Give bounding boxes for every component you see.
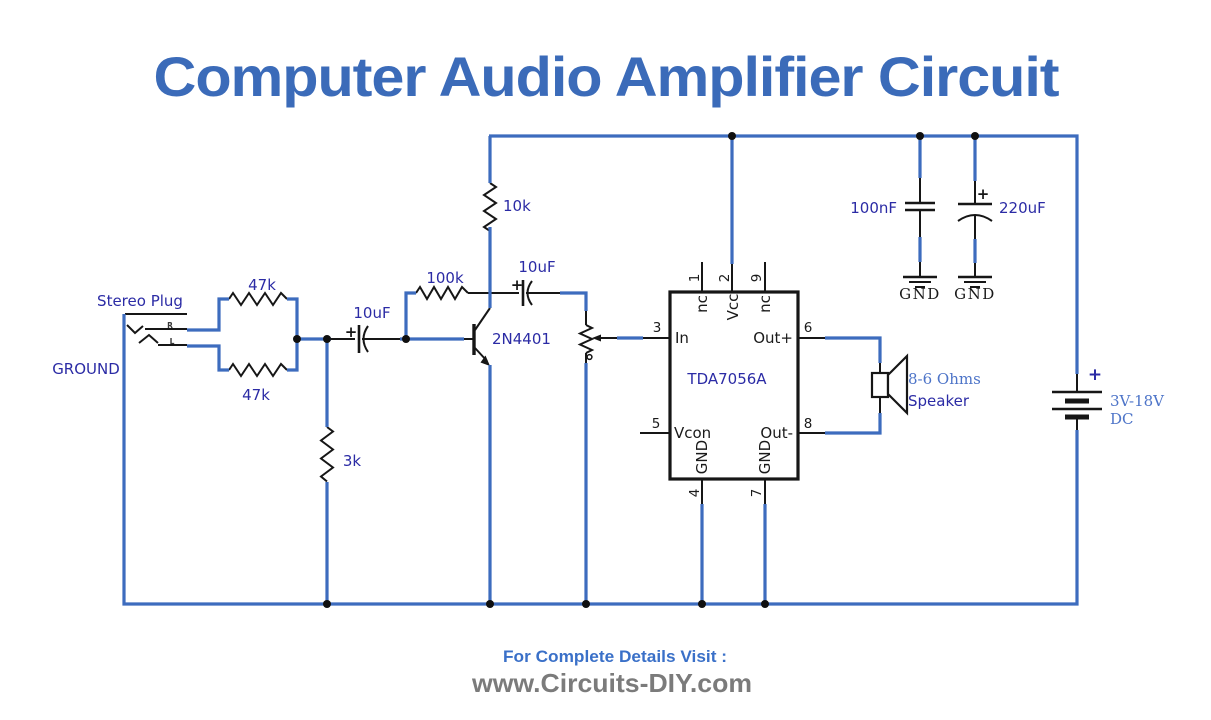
ic-pin8-name: Out- (760, 424, 793, 442)
ic-pin5-num: 5 (652, 416, 661, 432)
resistor-r1-47k-top (228, 291, 288, 307)
ic-tda7056a-box (640, 262, 825, 505)
wire-left-channel (187, 344, 229, 372)
wire-c2-to-pot (560, 291, 588, 311)
wire-pin6-speaker (825, 336, 882, 363)
wire-top-rail (489, 134, 1079, 374)
speaker-impedance-label: 8-6 Ohms (908, 370, 981, 388)
c1-value: 10uF (353, 304, 390, 322)
gnd2-label: GND (954, 285, 996, 303)
c4-value: 220uF (999, 199, 1046, 217)
ground-label: GROUND (52, 360, 120, 378)
left-channel-label: L (170, 337, 175, 346)
ground-symbol-2 (958, 275, 992, 288)
c1-plus-sign: + (345, 323, 358, 341)
ic-pin1-name: nc (693, 295, 711, 313)
q1-value: 2N4401 (492, 330, 551, 348)
capacitor-c4-220uF (957, 180, 993, 277)
transistor-q1-2N4401 (463, 307, 491, 366)
resistor-r3-100k (415, 285, 519, 301)
ic-pin6-num: 6 (804, 320, 813, 336)
ic-pin9-num: 9 (749, 274, 765, 283)
ic-pin2-num: 2 (717, 274, 733, 283)
battery-voltage-label: 3V-18V (1110, 392, 1165, 410)
resistor-r5-3k (319, 426, 335, 483)
ic-pin7-name: GND (756, 440, 774, 474)
wire-right-channel (187, 297, 229, 332)
capacitor-c2-10uF (521, 280, 560, 306)
battery-type-label: DC (1110, 410, 1134, 428)
ic-pin9-name: nc (756, 295, 774, 313)
page-title: Computer Audio Amplifier Circuit (154, 45, 1059, 108)
ic-pin6-name: Out+ (753, 329, 793, 347)
ic-pin4-num: 4 (687, 489, 703, 498)
potentiometer-symbol (577, 310, 617, 364)
junction-dots (293, 132, 979, 608)
ic-pin5-name: Vcon (674, 424, 711, 442)
ic-pin2-name: Vcc (724, 294, 742, 321)
footer-site-text: www.Circuits-DIY.com (471, 668, 752, 698)
r3-value: 100k (426, 269, 464, 287)
c2-value: 10uF (518, 258, 555, 276)
ic-pin3-num: 3 (653, 320, 662, 336)
r4-value: 10k (503, 197, 531, 215)
right-channel-label: R (167, 321, 173, 330)
battery-symbol (1052, 374, 1102, 430)
stereo-plug-symbol (125, 313, 187, 346)
r5-value: 3k (343, 452, 362, 470)
battery-plus-sign: + (1088, 365, 1102, 385)
c2-plus-sign: + (511, 276, 524, 294)
wire-speaker-pin8 (825, 413, 882, 435)
c4-plus-sign: + (977, 185, 990, 203)
c3-value: 100nF (850, 199, 897, 217)
ic-pin8-num: 8 (804, 416, 813, 432)
speaker-icon (870, 353, 909, 416)
ic-pin3-name: In (675, 329, 689, 347)
wire-bottom-rail (122, 314, 1079, 606)
wire-r3-riser (404, 291, 416, 339)
ic-name: TDA7056A (686, 370, 767, 388)
footer-visit-text: For Complete Details Visit : (503, 648, 727, 666)
capacitor-c3-100nF (905, 177, 935, 277)
gnd1-label: GND (899, 285, 941, 303)
resistor-r2-47k-bottom (228, 362, 288, 378)
resistor-r4-10k (482, 182, 498, 232)
r1-value: 47k (248, 276, 276, 294)
ic-pin1-num: 1 (687, 274, 703, 283)
wire-mix-junction (287, 297, 299, 372)
ic-pin7-num: 7 (749, 489, 765, 498)
speaker-label: Speaker (908, 392, 970, 410)
ground-symbol-1 (903, 275, 937, 288)
r2-value: 47k (242, 386, 270, 404)
capacitor-c1-10uF (330, 325, 401, 353)
ic-pin4-name: GND (693, 440, 711, 474)
stereo-plug-label: Stereo Plug (97, 292, 183, 310)
wires (122, 134, 1079, 606)
